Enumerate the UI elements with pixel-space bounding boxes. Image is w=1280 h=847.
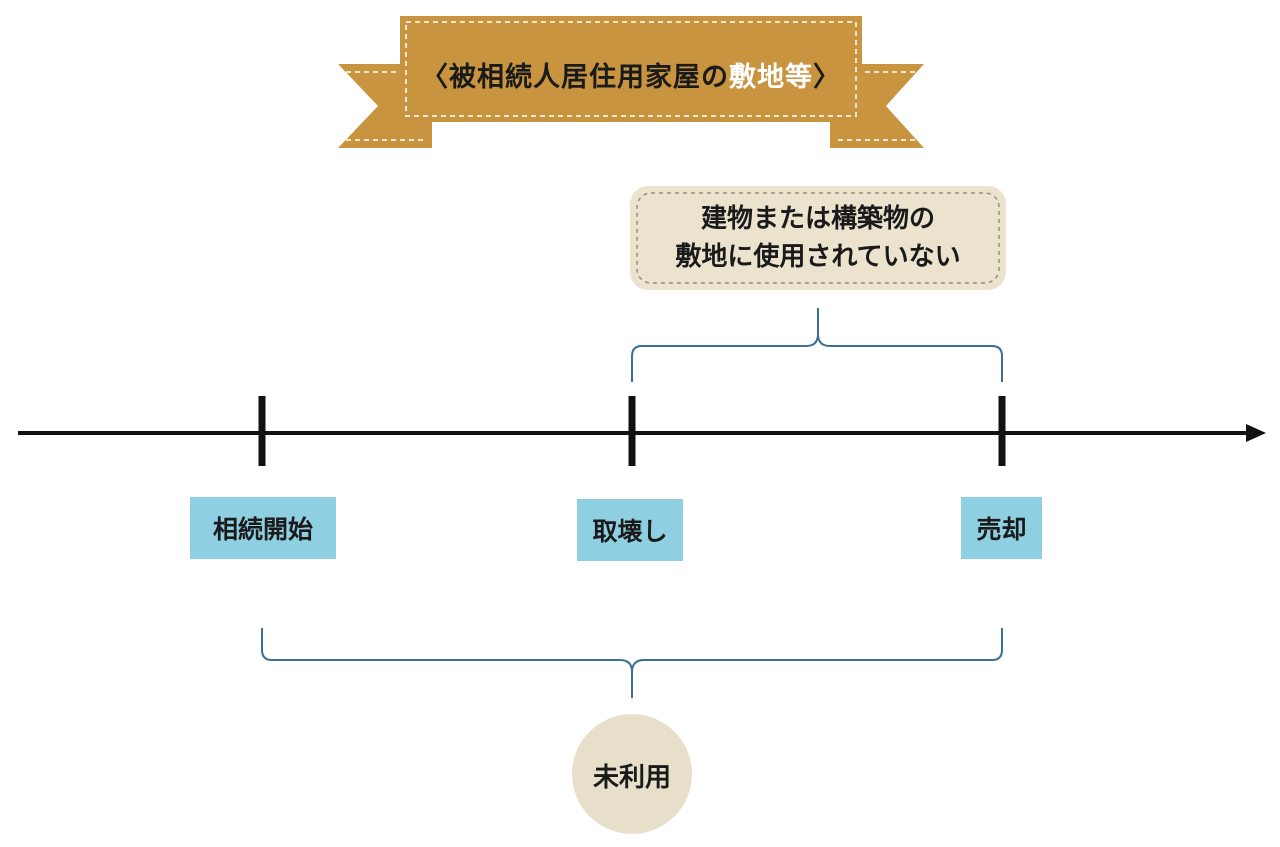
period-label: 未利用 (592, 762, 671, 793)
callout-text: 建物または構築物の 敷地に使用されていない (630, 186, 1006, 290)
callout-bubble (630, 186, 1006, 290)
title-accent: 敷地等 (729, 61, 813, 93)
title-suffix: 〉 (813, 61, 841, 93)
ribbon-band (400, 16, 862, 122)
period-circle (572, 714, 692, 834)
event-label-demolition: 取壊し (579, 501, 681, 559)
timeline-arrowhead (1246, 424, 1266, 442)
callout-line-2: 敷地に使用されていない (675, 242, 961, 272)
diagram-title: 〈被相続人居住用家屋の敷地等〉 (400, 44, 862, 104)
event-label-inheritance: 相続開始 (192, 499, 334, 557)
title-prefix: 〈被相続人居住用家屋の (421, 61, 729, 93)
upper-bracket (631, 308, 1003, 382)
lower-bracket (261, 628, 1003, 698)
callout-line-1: 建物または構築物の (700, 204, 935, 234)
event-label-sale: 売却 (963, 499, 1040, 557)
